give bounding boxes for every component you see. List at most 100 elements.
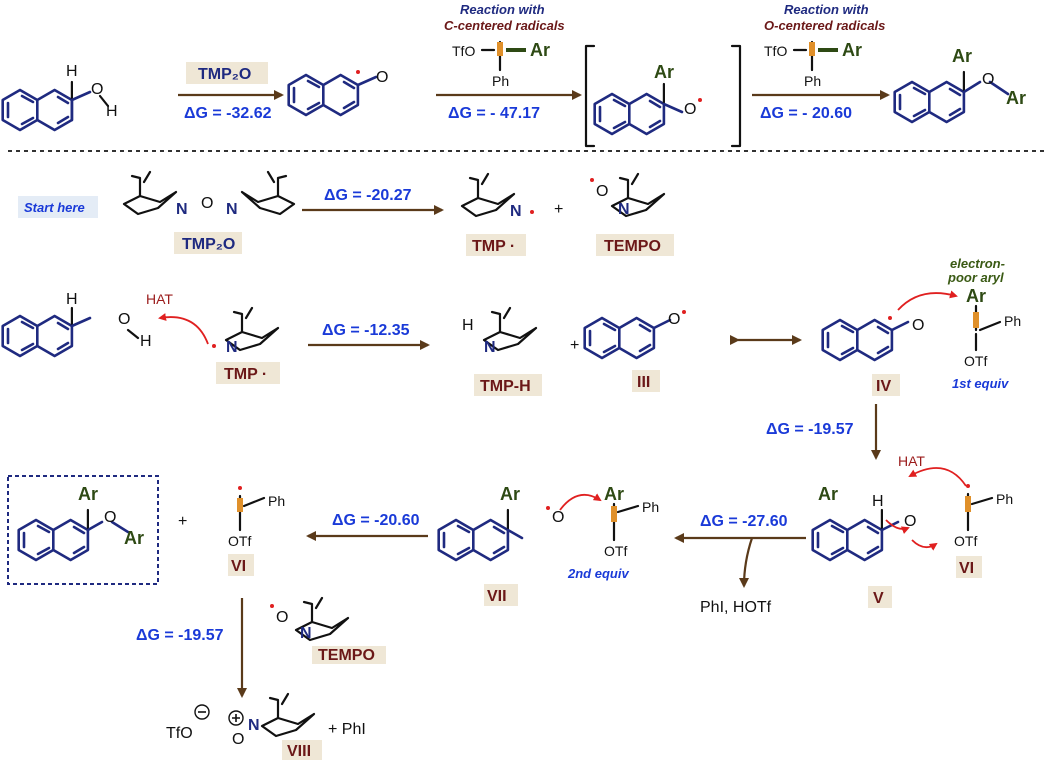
atom-o-iv: O [912, 317, 924, 334]
iv-box [872, 374, 900, 396]
iodane-vi-right [966, 492, 994, 532]
iodane-bonds-iv [974, 304, 1002, 332]
atom-n-5: N [226, 339, 238, 356]
atom-n-2: N [226, 201, 238, 218]
arrow-v-1 [885, 519, 910, 534]
ar-label-vii-reagent: Ar [604, 484, 624, 504]
minus-charge [194, 704, 210, 720]
ar-label-v: Ar [818, 484, 838, 504]
tmp-box-r3 [216, 362, 280, 384]
atom-o-viii: O [232, 731, 244, 748]
atom-n-viii: N [248, 717, 260, 734]
start-here-box [18, 196, 98, 218]
bracket-right [730, 44, 742, 148]
ar-label-3: Ar [842, 40, 862, 60]
note-1st-equiv: 1st equiv [952, 376, 1009, 391]
label-vi-right: VI [959, 560, 974, 577]
iodine-mark-2 [809, 42, 815, 56]
radical-dot-top-2 [698, 98, 702, 102]
plus-r2: + [554, 201, 563, 218]
iodane-vii [612, 502, 640, 542]
ar-label-vii: Ar [500, 484, 520, 504]
heading-c-radicals-2: C-centered radicals [444, 18, 565, 33]
atom-n-1: N [176, 201, 188, 218]
atom-h2-r3: H [140, 333, 152, 350]
atom-h-top: H [66, 63, 78, 80]
final-product [17, 508, 130, 562]
atom-h-r3: H [66, 291, 78, 308]
v-box [868, 586, 892, 608]
iodine-mark-vii [611, 506, 617, 522]
tmp-box [466, 234, 526, 256]
atom-h-tmph: H [462, 317, 474, 334]
dienone-v [811, 508, 900, 562]
hat-arrow-1 [158, 313, 209, 345]
plus-r4: + [178, 513, 187, 530]
vi-box-left [228, 554, 254, 576]
tmph-box [474, 374, 542, 396]
atom-o-tempo-r5: O [276, 609, 288, 626]
radical-dot-top-1 [356, 70, 360, 74]
radical-dot-tmp [530, 210, 534, 214]
naphthoxyl-radical-top [287, 73, 378, 117]
arrow-vii [559, 493, 602, 511]
arrow-iv [897, 290, 958, 311]
radical-dot-iv [888, 316, 892, 320]
label-iv: IV [876, 378, 891, 395]
vii-box [484, 584, 518, 606]
aryl-naphthoxyl-top [593, 82, 684, 136]
label-tempo: TEMPO [604, 238, 661, 255]
note-2nd-equiv: 2nd equiv [567, 566, 629, 581]
atom-n-4: N [618, 201, 630, 218]
ph-vi-left: Ph [268, 493, 285, 509]
dg-r4-left: ΔG = -20.60 [332, 512, 420, 529]
note-electron-poor-2: poor aryl [947, 270, 1004, 285]
atom-o-product: O [104, 509, 116, 526]
label-tempo-r5: TEMPO [318, 647, 375, 664]
ar-label-product-1: Ar [78, 484, 98, 504]
label-tmp-radical: TMP · [472, 238, 515, 255]
atom-h2-top: H [106, 103, 118, 120]
label-tmph: TMP-H [480, 378, 531, 395]
ar-label-4: Ar [952, 46, 972, 66]
label-vi-left: VI [231, 558, 246, 575]
arrow-byproduct [739, 537, 754, 588]
radical-dot-vii [546, 506, 550, 510]
ar-label-5: Ar [1006, 88, 1026, 108]
atom-o-r3: O [118, 311, 130, 328]
dg-top-3: ΔG = - 20.60 [760, 105, 852, 122]
atom-o-tempo: O [596, 183, 608, 200]
aryl-naphthoxyl-vii [437, 508, 524, 562]
naphthoxyl-iv [821, 318, 910, 362]
atom-o-top-4: O [982, 71, 994, 88]
radical-dot-tempo [590, 178, 594, 182]
dg-r2: ΔG = -20.27 [324, 187, 412, 204]
dg-iv-v: ΔG = -19.57 [766, 421, 854, 438]
ph-label-1: Ph [492, 73, 509, 89]
oh-bond-r3 [126, 328, 140, 340]
product-top [893, 70, 1010, 124]
plus-charge [228, 710, 244, 726]
radical-dot-vi-left [238, 486, 242, 490]
reagent-tfo-2: TfO [764, 43, 787, 59]
atom-o-top: O [91, 81, 103, 98]
tempo-box [596, 234, 674, 256]
note-electron-poor-1: electron- [950, 256, 1005, 271]
atom-o-r2: O [201, 195, 213, 212]
bracket-left [584, 44, 596, 148]
label-tmp-r3: TMP · [224, 366, 267, 383]
radical-dot-vi-right [966, 484, 970, 488]
atom-h-v: H [872, 493, 884, 510]
plus-sign [232, 714, 240, 722]
heading-o-radicals-1: Reaction with [784, 2, 869, 17]
otf-label-iv: OTf [964, 353, 987, 369]
reagent-tfo-1: TfO [452, 43, 475, 59]
arrow-v-2 [911, 539, 938, 551]
dg-r4-mid: ΔG = -27.60 [700, 513, 788, 530]
iodine-mark-iv [973, 312, 979, 328]
plus-r3: + [570, 337, 579, 354]
ph-vii: Ph [642, 499, 659, 515]
tmp2o-box-top [186, 62, 268, 84]
